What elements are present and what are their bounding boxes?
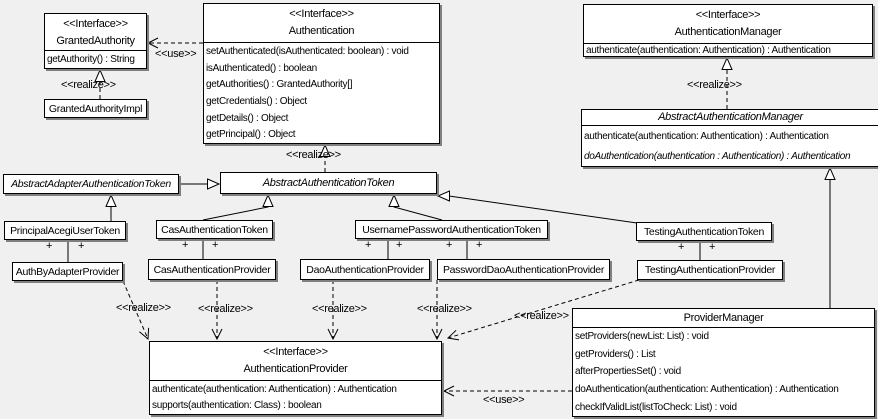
realize-label: <<realize>> <box>514 310 569 322</box>
class-auth-by-adapter-provider: AuthByAdapterProvider <box>12 262 123 281</box>
class-granted-authority: <<Interface>> GrantedAuthority getAuthor… <box>44 13 147 69</box>
plus-mark: + <box>446 239 453 251</box>
method: doAuthentication(authentication : Authen… <box>584 150 851 162</box>
plus-mark: + <box>476 239 483 251</box>
stereotype: <<Interface>> <box>695 9 761 21</box>
class-name: AbstractAdapterAuthenticationToken <box>11 178 171 190</box>
method: getProviders() : List <box>575 348 656 360</box>
realize-label: <<realize>> <box>417 303 472 315</box>
method: supports(authentication: Class) : boolea… <box>152 400 322 412</box>
class-name: GrantedAuthorityImpl <box>48 102 143 115</box>
stereotype: <<Interface>> <box>263 346 328 358</box>
realize-label: <<realize>> <box>312 303 367 315</box>
class-name: TestingAuthenticationToken <box>643 225 765 238</box>
stereotype: <<Interface>> <box>63 18 128 30</box>
class-cas-authentication-token: CasAuthenticationToken <box>156 220 273 239</box>
class-name: GrantedAuthority <box>56 35 135 47</box>
plus-mark: + <box>78 240 85 252</box>
class-cas-authentication-provider: CasAuthenticationProvider <box>148 259 276 280</box>
realize-label: <<realize>> <box>198 303 253 315</box>
class-abstract-adapter-authentication-token: AbstractAdapterAuthenticationToken <box>3 174 179 194</box>
class-name: Authentication <box>288 25 355 37</box>
realize-label: <<realize>> <box>687 79 742 91</box>
class-name: PasswordDaoAuthenticationProvider <box>442 263 605 276</box>
class-name: DaoAuthenticationProvider <box>306 263 424 276</box>
method: authenticate(authentication: Authenticat… <box>586 44 831 56</box>
method: checkIfValidList(listToCheck: List) : vo… <box>575 401 737 413</box>
method: doAuthentication(authentication: Authent… <box>575 384 839 396</box>
method: authenticate(authentication: Authenticat… <box>152 383 397 395</box>
plus-mark: + <box>182 239 189 251</box>
class-provider-manager: ProviderManager setProviders(newList: Li… <box>572 308 875 417</box>
class-name: AbstractAuthenticationToken <box>262 177 395 189</box>
use-label: <<use>> <box>155 48 197 60</box>
class-authentication: <<Interface>> Authentication setAuthenti… <box>203 3 440 144</box>
class-name: CasAuthenticationToken <box>161 223 268 236</box>
plus-mark: + <box>46 240 53 252</box>
realize-label: <<realize>> <box>61 79 116 91</box>
method: getPrincipal() : Object <box>206 129 296 141</box>
class-username-password-authentication-token: UsernamePasswordAuthenticationToken <box>355 220 548 239</box>
class-password-dao-authentication-provider: PasswordDaoAuthenticationProvider <box>437 259 610 280</box>
method: getCredentials() : Object <box>206 95 307 107</box>
plus-mark: + <box>396 239 403 251</box>
use-label: <<use>> <box>483 394 525 406</box>
class-name: CasAuthenticationProvider <box>153 263 271 276</box>
method: authenticate(authentication: Authenticat… <box>584 130 829 142</box>
plus-mark: + <box>212 239 219 251</box>
class-dao-authentication-provider: DaoAuthenticationProvider <box>300 259 430 280</box>
method: getAuthority() : String <box>47 54 135 65</box>
class-name: PrincipalAcegiUserToken <box>10 224 120 237</box>
method: getDetails() : Object <box>206 112 289 124</box>
class-name: AuthenticationProvider <box>243 363 348 375</box>
class-name: ProviderManager <box>573 309 874 328</box>
stereotype: <<Interface>> <box>289 8 354 20</box>
method: isAuthenticated() : boolean <box>206 62 317 74</box>
plus-mark: + <box>678 241 685 253</box>
class-principal-acegi-user-token: PrincipalAcegiUserToken <box>4 221 126 240</box>
class-name: AbstractAuthenticationManager <box>582 110 878 126</box>
method: setAuthenticated(isAuthenticated: boolea… <box>206 45 409 57</box>
class-testing-authentication-provider: TestingAuthenticationProvider <box>637 260 783 280</box>
class-name: AuthenticationManager <box>674 26 782 38</box>
class-authentication-provider: <<Interface>> AuthenticationProvider aut… <box>149 341 442 415</box>
realize-label: <<realize>> <box>116 302 171 314</box>
class-authentication-manager: <<Interface>> AuthenticationManager auth… <box>583 4 873 57</box>
class-name: AuthByAdapterProvider <box>15 265 120 278</box>
plus-mark: + <box>709 241 716 253</box>
class-name: UsernamePasswordAuthenticationToken <box>362 223 541 236</box>
class-testing-authentication-token: TestingAuthenticationToken <box>636 222 772 241</box>
method: afterPropertiesSet() : void <box>575 366 681 378</box>
method: getAuthorities() : GrantedAuthority[] <box>206 79 353 91</box>
plus-mark: + <box>365 239 372 251</box>
method: setProviders(newList: List) : void <box>575 331 709 343</box>
class-abstract-authentication-manager: AbstractAuthenticationManager authentica… <box>581 109 878 167</box>
class-name: TestingAuthenticationProvider <box>644 264 776 276</box>
class-abstract-authentication-token: AbstractAuthenticationToken <box>220 172 437 194</box>
realize-label: <<realize>> <box>286 149 341 161</box>
class-granted-authority-impl: GrantedAuthorityImpl <box>44 99 147 118</box>
